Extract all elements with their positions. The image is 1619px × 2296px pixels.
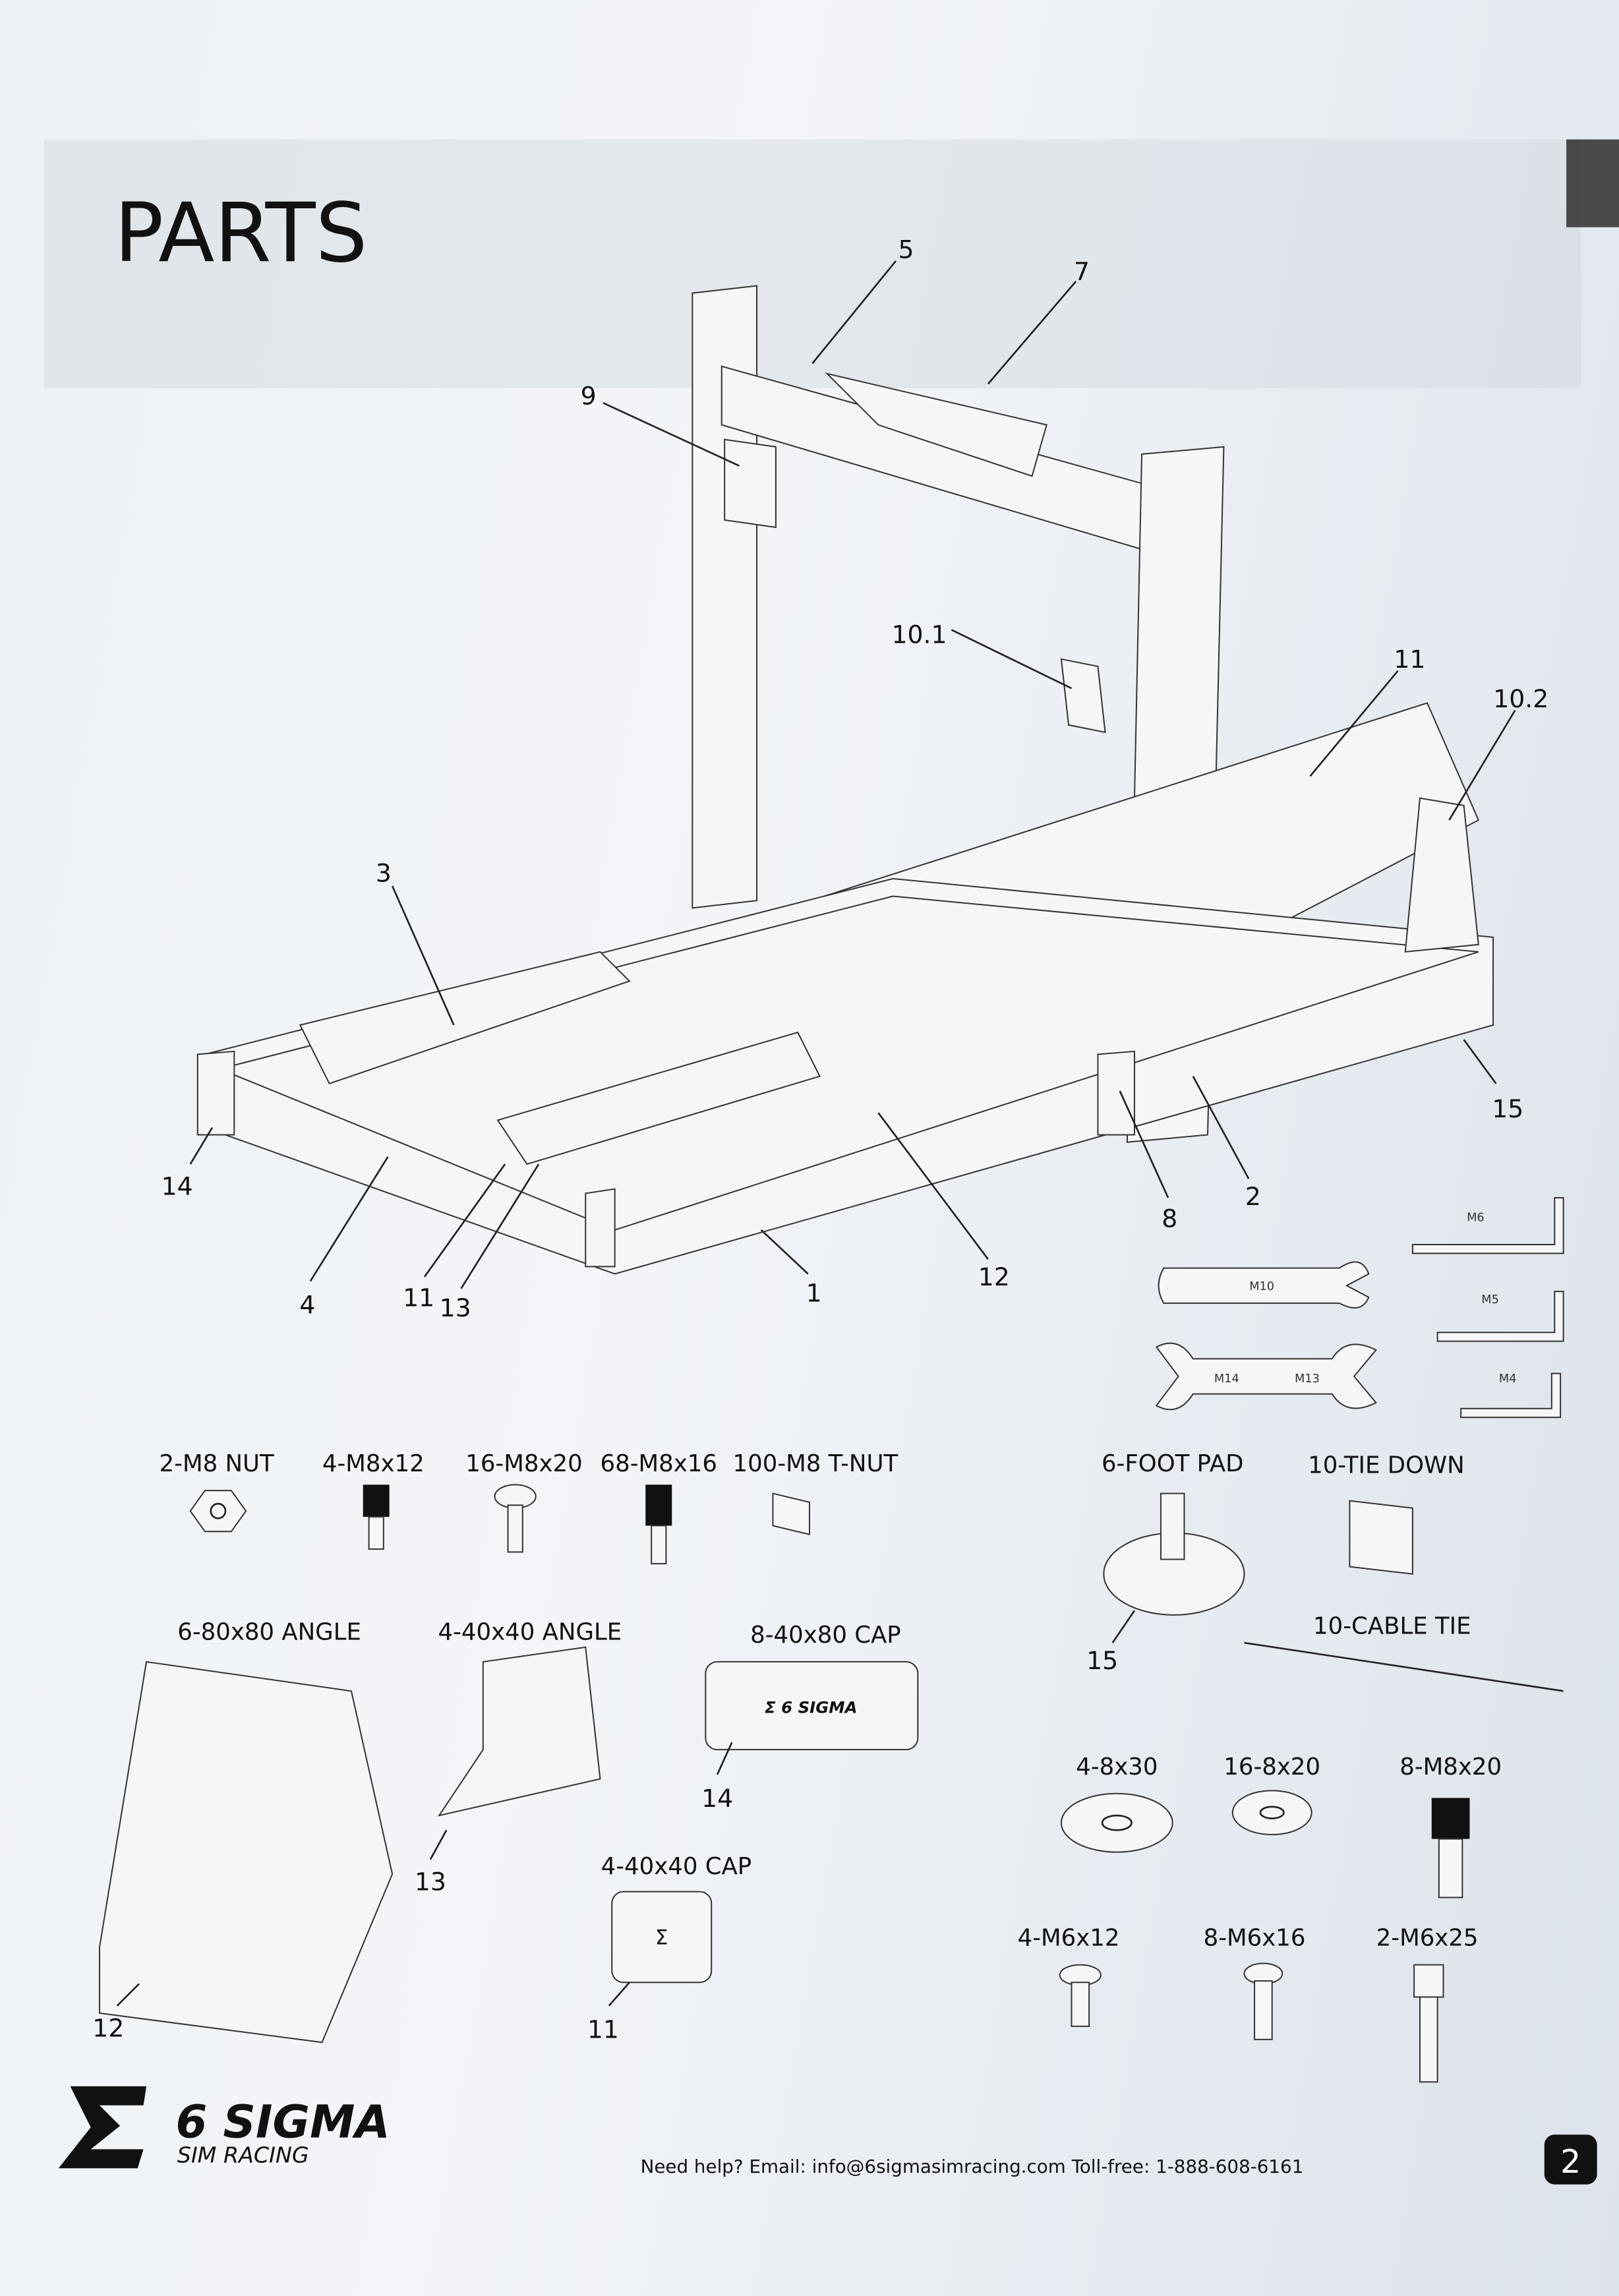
angle-80x80-icon (99, 1661, 394, 2044)
rig-frame-drawing (196, 285, 1494, 1275)
tool-label-m5: M5 (1481, 1293, 1499, 1307)
tool-label-m4: M4 (1499, 1372, 1517, 1386)
hw-label-foot-pad: 6-FOOT PAD (1102, 1450, 1244, 1477)
nut-icon (189, 1490, 247, 1533)
hw-label-tie-down: 10-TIE DOWN (1308, 1452, 1465, 1479)
bolt-m8x16-icon (645, 1485, 672, 1526)
bolt-m8x20-cap-icon (1431, 1798, 1470, 1839)
hw-label-40x40-angle: 4-40x40 ANGLE (438, 1619, 622, 1646)
ref-11: 11 (587, 2015, 619, 2044)
callout-10-1: 10.1 (892, 620, 947, 649)
ref-13: 13 (415, 1867, 446, 1896)
tie-down-icon (1349, 1500, 1413, 1575)
hw-label-t-nut: 100-M8 T-NUT (733, 1450, 898, 1477)
page-title: PARTS (114, 186, 367, 281)
hw-label-washer-8x20: 16-8x20 (1223, 1753, 1320, 1781)
callout-12: 12 (978, 1262, 1010, 1291)
angle-40x40-icon (437, 1646, 601, 1817)
brand-name: 6 SIGMA (175, 2096, 390, 2149)
hw-label-m8x20: 16-M8x20 (465, 1450, 582, 1477)
hw-label-cable-tie: 10-CABLE TIE (1313, 1613, 1471, 1640)
hw-label-m8x20-cap: 8-M8x20 (1399, 1753, 1502, 1781)
tools (1155, 1197, 1564, 1419)
cap-40x40-icon (611, 1891, 713, 1984)
hw-label-40x80-cap: 8-40x80 CAP (750, 1622, 901, 1649)
sigma-logo-icon (58, 2086, 147, 2169)
callout-10-2: 10.2 (1493, 684, 1548, 713)
washer-8x20-icon (1231, 1790, 1312, 1835)
hw-label-washer-8x30: 4-8x30 (1076, 1753, 1158, 1781)
hw-label-m6x25: 2-M6x25 (1376, 1925, 1479, 1952)
callout-leaders (189, 260, 1516, 1289)
callout-15: 15 (1492, 1094, 1523, 1123)
wrench-m14-m13-icon (1155, 1342, 1377, 1411)
bleed-through-banner (44, 139, 1581, 389)
callout-11-bottom: 11 (403, 1283, 434, 1312)
hw-label-80x80-angle: 6-80x80 ANGLE (177, 1619, 361, 1646)
callout-5: 5 (898, 235, 914, 264)
hardware-drawings: Σ 6 SIGMA Σ (99, 1484, 1564, 2083)
callout-8: 8 (1162, 1204, 1177, 1233)
page-edge-shadow (1566, 139, 1619, 227)
cap-logo: Σ 6 SIGMA (765, 1698, 858, 1717)
washer-8x30-icon (1060, 1792, 1173, 1853)
svg-text:Σ: Σ (655, 1926, 668, 1950)
callout-1: 1 (806, 1279, 822, 1308)
callout-2: 2 (1245, 1182, 1261, 1211)
page-number: 2 (1560, 2143, 1581, 2181)
tool-label-m14: M14 (1214, 1372, 1239, 1386)
cap-40x80-icon (705, 1661, 919, 1751)
hardware-leaders (116, 1610, 1136, 2007)
help-contact-text: Need help? Email: info@6sigmasimracing.c… (641, 2156, 1304, 2177)
hex-key-m4-icon (1460, 1372, 1562, 1419)
hw-label-40x40-cap: 4-40x40 CAP (601, 1853, 752, 1880)
ref-12: 12 (92, 2013, 124, 2042)
page-number-badge (1544, 2134, 1597, 2185)
t-nut-icon (772, 1492, 810, 1536)
hw-label-m8x12: 4-M8x12 (322, 1450, 425, 1477)
bolt-m6x25-icon (1413, 1964, 1444, 1998)
tool-label-m13: M13 (1295, 1372, 1320, 1386)
wrench-m10-icon (1158, 1261, 1370, 1309)
tool-label-m6: M6 (1467, 1212, 1485, 1225)
callout-4: 4 (299, 1290, 315, 1319)
hw-label-m8-nut: 2-M8 NUT (160, 1450, 275, 1477)
brand-logo: 6 SIGMA SIM RACING (58, 2086, 390, 2169)
hex-key-m5-icon (1436, 1291, 1564, 1342)
cable-tie-icon (1244, 1641, 1564, 1692)
hw-label-m6x16: 8-M6x16 (1204, 1925, 1306, 1952)
callout-9: 9 (581, 381, 597, 410)
callout-7: 7 (1074, 257, 1090, 286)
bolt-m8x12-icon (363, 1485, 390, 1517)
brand-sub: SIM RACING (177, 2142, 309, 2167)
hw-label-m6x12: 4-M6x12 (1018, 1925, 1120, 1952)
ref-15: 15 (1086, 1646, 1118, 1675)
callout-11: 11 (1394, 645, 1425, 674)
ref-14: 14 (701, 1784, 733, 1813)
callout-13: 13 (440, 1293, 471, 1322)
hex-key-m6-icon (1411, 1197, 1564, 1254)
callout-14: 14 (162, 1172, 193, 1201)
hw-label-m8x16: 68-M8x16 (601, 1450, 717, 1477)
callout-3: 3 (376, 858, 392, 887)
tool-label-m10: M10 (1249, 1280, 1274, 1293)
